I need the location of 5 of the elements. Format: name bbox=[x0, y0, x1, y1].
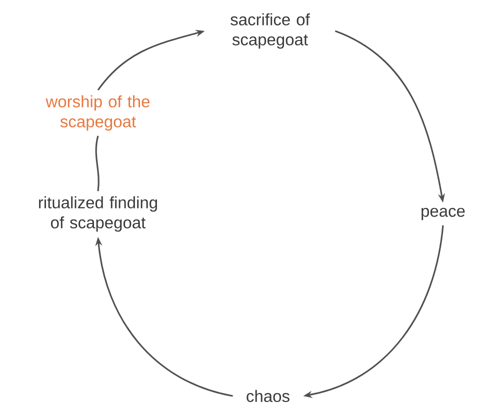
highlighted-label: worship of the scapegoat bbox=[46, 95, 150, 131]
cycle-label: sacrifice of scapegoat bbox=[230, 13, 310, 49]
cycle-label: peace bbox=[422, 208, 465, 220]
cycle-label: ritualized finding of scapegoat bbox=[39, 196, 157, 232]
cycle-label: chaos bbox=[246, 390, 290, 402]
